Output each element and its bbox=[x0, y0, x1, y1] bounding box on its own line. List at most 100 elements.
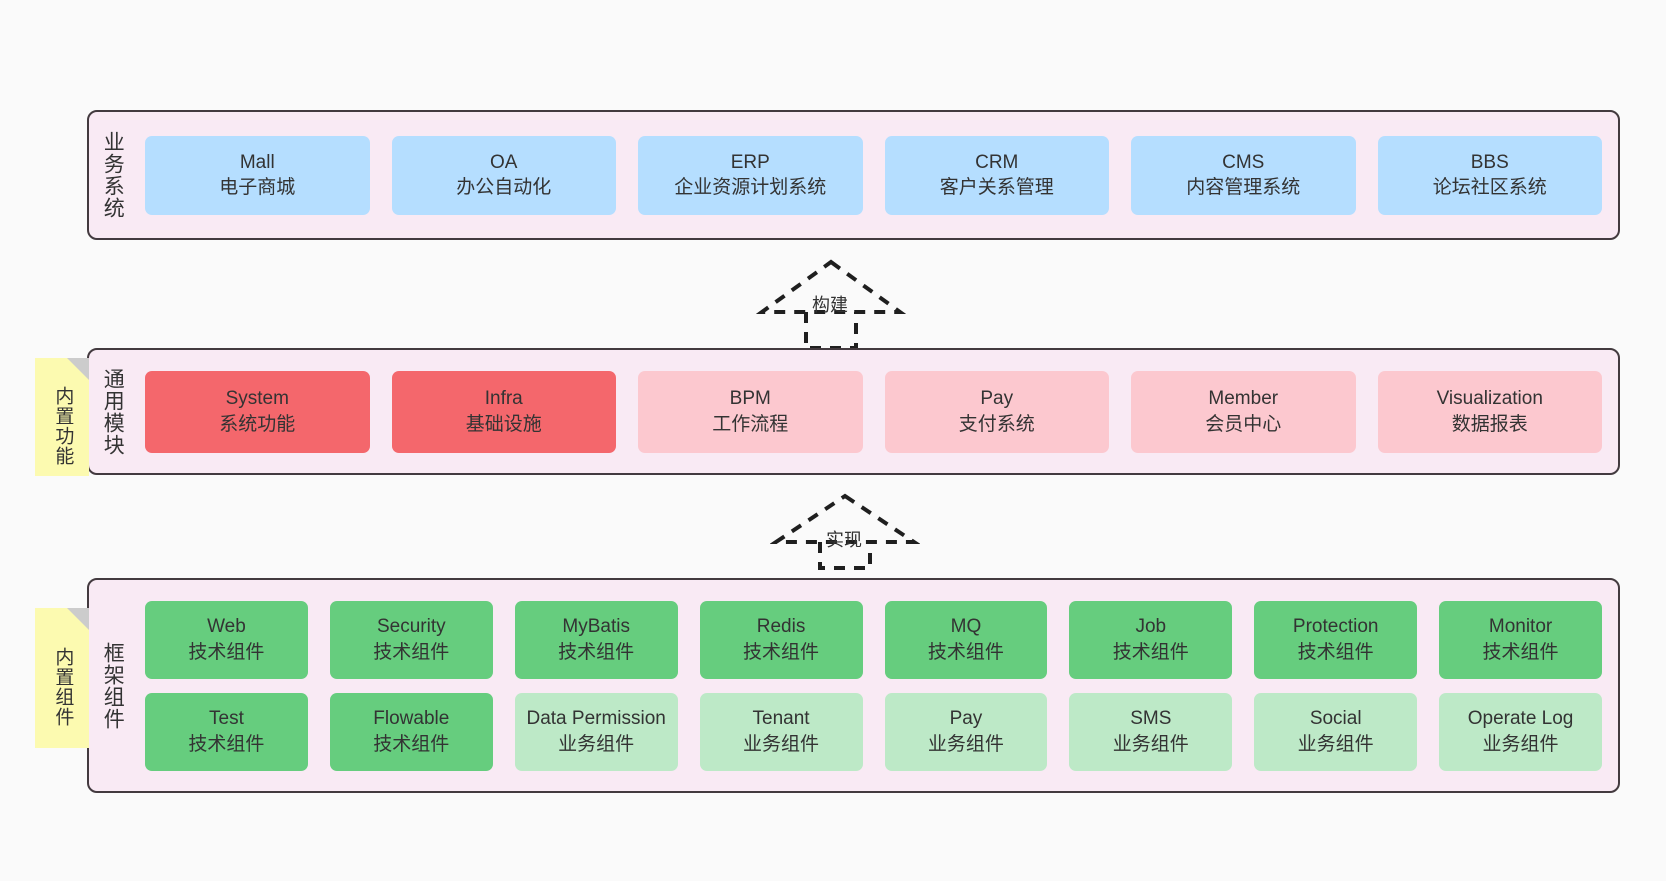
node-subtitle: 业务组件 bbox=[1482, 733, 1559, 755]
node-bpm[interactable]: BPM 工作流程 bbox=[638, 370, 863, 453]
node-oa[interactable]: OA 办公自动化 bbox=[391, 135, 616, 215]
row-business-systems: Mall 电子商城 OA 办公自动化 ERP 企业资源计划系统 CRM 客户关系… bbox=[145, 135, 1602, 215]
node-name: Data Permission bbox=[526, 708, 666, 730]
layer-body-common: System 系统功能 Infra 基础设施 BPM 工作流程 Pay 支付系统… bbox=[135, 350, 1618, 473]
node-pay-component[interactable]: Pay 业务组件 bbox=[884, 692, 1048, 771]
node-subtitle: 业务组件 bbox=[1112, 733, 1189, 755]
node-name: System bbox=[225, 388, 289, 410]
node-subtitle: 会员中心 bbox=[1205, 413, 1282, 435]
node-subtitle: 工作流程 bbox=[712, 413, 789, 435]
note-builtin-components: 内置组件 bbox=[35, 608, 89, 748]
node-subtitle: 技术组件 bbox=[927, 641, 1004, 663]
node-name: Pay bbox=[949, 708, 983, 730]
node-name: Member bbox=[1208, 388, 1279, 410]
node-infra[interactable]: Infra 基础设施 bbox=[391, 370, 616, 453]
node-subtitle: 电子商城 bbox=[219, 177, 296, 198]
node-name: Infra bbox=[484, 388, 523, 410]
node-bbs[interactable]: BBS 论坛社区系统 bbox=[1377, 135, 1602, 215]
node-subtitle: 业务组件 bbox=[743, 733, 820, 755]
node-subtitle: 企业资源计划系统 bbox=[674, 177, 827, 198]
node-name: Security bbox=[376, 616, 446, 638]
node-subtitle: 技术组件 bbox=[188, 733, 265, 755]
node-name: Monitor bbox=[1488, 616, 1553, 638]
node-sms[interactable]: SMS 业务组件 bbox=[1069, 692, 1233, 771]
node-name: Redis bbox=[756, 616, 806, 638]
node-name: MyBatis bbox=[562, 616, 630, 638]
node-security[interactable]: Security 技术组件 bbox=[329, 600, 493, 679]
node-social[interactable]: Social 业务组件 bbox=[1254, 692, 1418, 771]
node-subtitle: 内容管理系统 bbox=[1186, 177, 1301, 198]
node-job[interactable]: Job 技术组件 bbox=[1069, 600, 1233, 679]
connector-build-label: 构建 bbox=[812, 295, 848, 315]
node-name: CRM bbox=[975, 151, 1019, 173]
row-business-components: Test 技术组件 Flowable 技术组件 Data Permission … bbox=[145, 692, 1602, 771]
note-builtin-features: 内置功能 bbox=[35, 358, 89, 476]
node-name: Protection bbox=[1292, 616, 1379, 638]
node-name: Social bbox=[1309, 708, 1362, 730]
node-subtitle: 业务组件 bbox=[927, 733, 1004, 755]
layer-body-business: Mall 电子商城 OA 办公自动化 ERP 企业资源计划系统 CRM 客户关系… bbox=[135, 112, 1618, 238]
note-label: 内置组件 bbox=[52, 647, 74, 727]
node-subtitle: 技术组件 bbox=[373, 733, 450, 755]
node-subtitle: 技术组件 bbox=[1297, 641, 1374, 663]
node-name: Tenant bbox=[752, 708, 810, 730]
node-subtitle: 基础设施 bbox=[465, 413, 542, 435]
node-subtitle: 论坛社区系统 bbox=[1432, 177, 1547, 198]
node-crm[interactable]: CRM 客户关系管理 bbox=[884, 135, 1109, 215]
node-protection[interactable]: Protection 技术组件 bbox=[1254, 600, 1418, 679]
node-name: Pay bbox=[980, 388, 1014, 410]
layer-title-business: 业务系统 bbox=[101, 131, 125, 219]
node-name: MQ bbox=[950, 616, 982, 638]
node-web[interactable]: Web 技术组件 bbox=[145, 600, 308, 679]
node-subtitle: 系统功能 bbox=[219, 413, 296, 435]
node-name: ERP bbox=[730, 151, 770, 173]
layer-title-common: 通用模块 bbox=[101, 367, 125, 456]
note-label: 内置功能 bbox=[52, 386, 74, 466]
row-common-modules: System 系统功能 Infra 基础设施 BPM 工作流程 Pay 支付系统… bbox=[145, 370, 1602, 453]
node-subtitle: 数据报表 bbox=[1451, 413, 1528, 435]
node-mybatis[interactable]: MyBatis 技术组件 bbox=[514, 600, 678, 679]
node-name: Job bbox=[1135, 616, 1167, 638]
node-name: Test bbox=[209, 708, 244, 730]
node-subtitle: 技术组件 bbox=[1482, 641, 1559, 663]
node-subtitle: 办公自动化 bbox=[456, 177, 552, 198]
node-erp[interactable]: ERP 企业资源计划系统 bbox=[638, 135, 863, 215]
node-pay-module[interactable]: Pay 支付系统 bbox=[884, 370, 1109, 453]
node-test[interactable]: Test 技术组件 bbox=[145, 692, 308, 771]
node-name: Mall bbox=[239, 151, 275, 173]
node-name: BBS bbox=[1470, 151, 1509, 173]
node-name: OA bbox=[490, 151, 518, 173]
node-subtitle: 支付系统 bbox=[958, 413, 1035, 435]
node-data-permission[interactable]: Data Permission 业务组件 bbox=[514, 692, 678, 771]
layer-common: 通用模块 System 系统功能 Infra 基础设施 BPM 工作流程 Pay… bbox=[87, 348, 1620, 475]
node-system[interactable]: System 系统功能 bbox=[145, 370, 370, 453]
layer-framework: 框架组件 Web 技术组件 Security 技术组件 MyBatis 技术组件… bbox=[87, 578, 1620, 793]
layer-body-framework: Web 技术组件 Security 技术组件 MyBatis 技术组件 Redi… bbox=[135, 580, 1618, 791]
node-name: Web bbox=[207, 616, 246, 638]
layer-business: 业务系统 Mall 电子商城 OA 办公自动化 ERP 企业资源计划系统 CRM… bbox=[87, 110, 1620, 240]
node-member[interactable]: Member 会员中心 bbox=[1131, 370, 1356, 453]
row-tech-components: Web 技术组件 Security 技术组件 MyBatis 技术组件 Redi… bbox=[145, 600, 1602, 679]
node-subtitle: 技术组件 bbox=[743, 641, 820, 663]
connector-implement-label: 实现 bbox=[826, 530, 862, 550]
node-tenant[interactable]: Tenant 业务组件 bbox=[699, 692, 863, 771]
node-subtitle: 技术组件 bbox=[188, 641, 265, 663]
node-mall[interactable]: Mall 电子商城 bbox=[145, 135, 370, 215]
node-name: Operate Log bbox=[1467, 708, 1574, 730]
node-name: Visualization bbox=[1436, 388, 1543, 410]
node-subtitle: 业务组件 bbox=[1297, 733, 1374, 755]
node-flowable[interactable]: Flowable 技术组件 bbox=[329, 692, 493, 771]
node-mq[interactable]: MQ 技术组件 bbox=[884, 600, 1048, 679]
node-operate-log[interactable]: Operate Log 业务组件 bbox=[1439, 692, 1602, 771]
node-visualization[interactable]: Visualization 数据报表 bbox=[1377, 370, 1602, 453]
node-monitor[interactable]: Monitor 技术组件 bbox=[1439, 600, 1602, 679]
node-name: Flowable bbox=[373, 708, 450, 730]
layer-title-framework: 框架组件 bbox=[101, 641, 125, 730]
node-subtitle: 技术组件 bbox=[558, 641, 635, 663]
node-subtitle: 技术组件 bbox=[373, 641, 450, 663]
node-redis[interactable]: Redis 技术组件 bbox=[699, 600, 863, 679]
node-subtitle: 客户关系管理 bbox=[939, 177, 1054, 198]
node-name: SMS bbox=[1130, 708, 1172, 730]
node-cms[interactable]: CMS 内容管理系统 bbox=[1131, 135, 1356, 215]
